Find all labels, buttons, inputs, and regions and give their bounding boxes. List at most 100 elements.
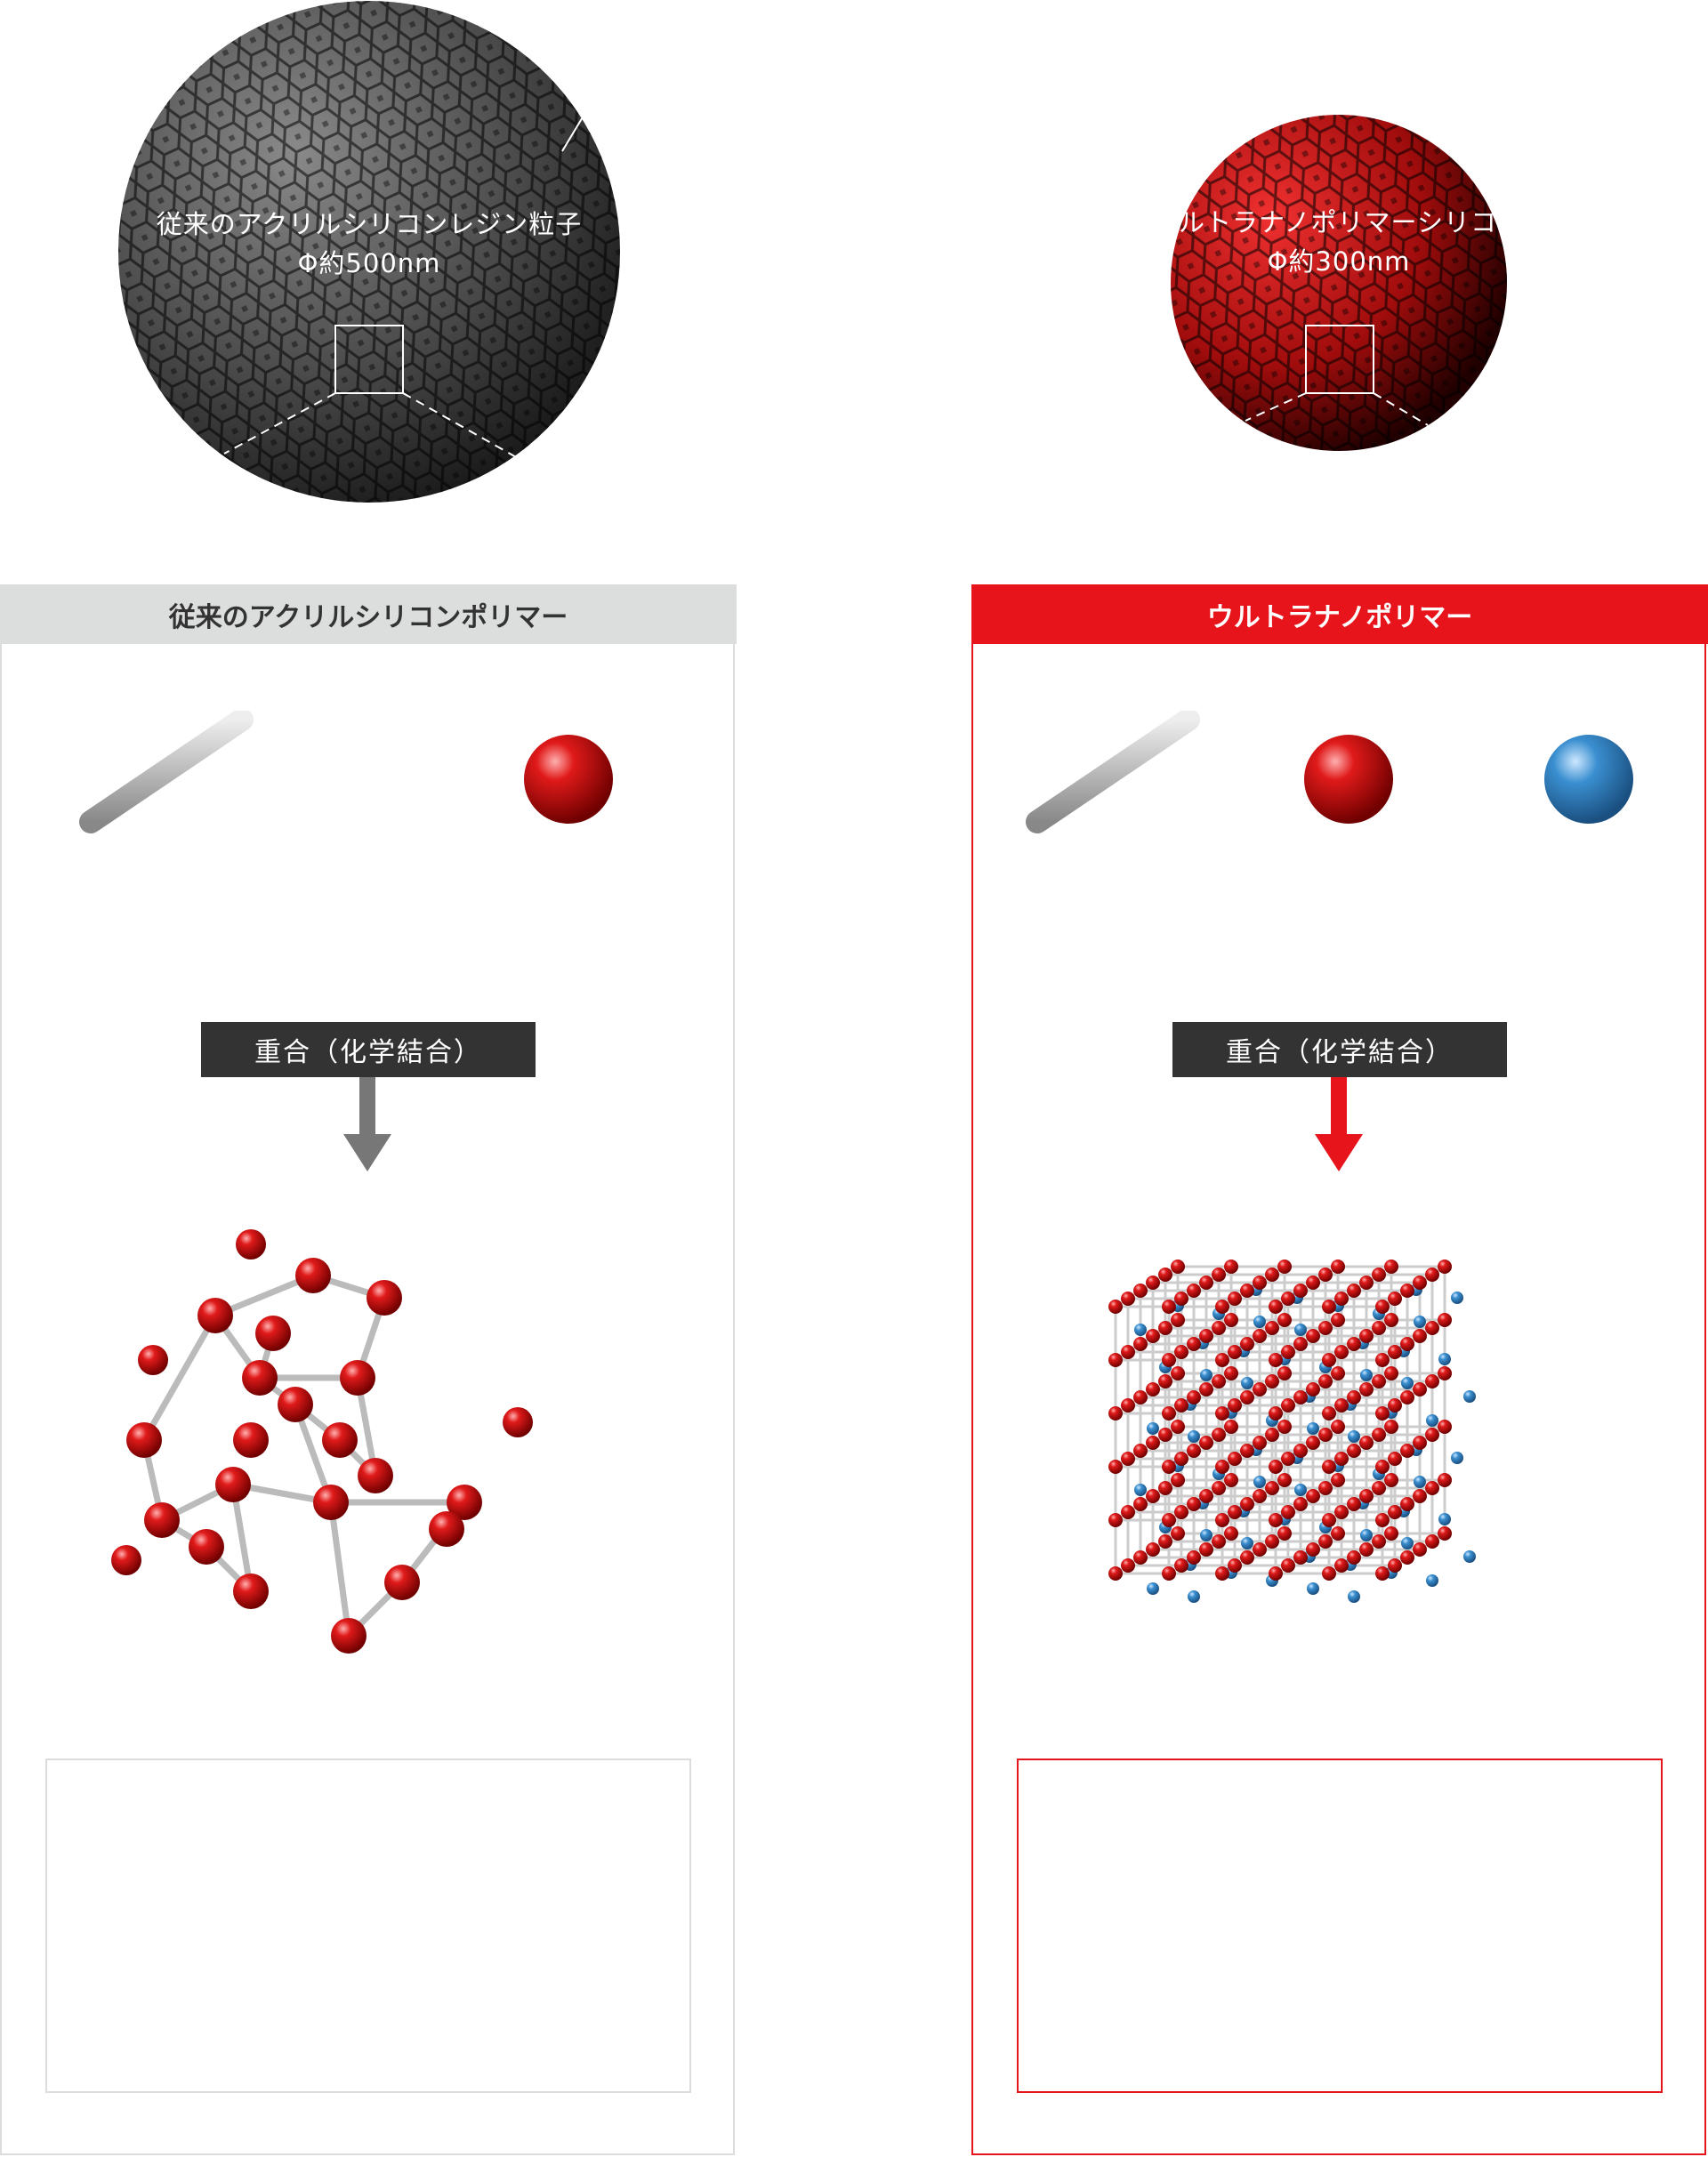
red-atom [236, 1229, 266, 1260]
red-atom [1162, 1513, 1176, 1527]
red-atom [1187, 1550, 1201, 1565]
red-atom [1212, 1321, 1226, 1335]
red-atom [1146, 1436, 1160, 1450]
blue-atom [1451, 1452, 1463, 1464]
red-atom [1318, 1374, 1333, 1388]
red-atom [1384, 1313, 1398, 1327]
conventional-particle-size: Φ約500nm [297, 248, 441, 278]
blue-atom [1348, 1430, 1360, 1443]
red-atom [144, 1502, 180, 1538]
red-atom [1174, 1452, 1188, 1466]
red-atom [1162, 1353, 1176, 1367]
red-atom [1388, 1292, 1402, 1306]
red-atom [1277, 1366, 1292, 1380]
red-atom [1171, 1313, 1185, 1327]
blue-atom [1360, 1529, 1373, 1541]
red-atom [1199, 1329, 1213, 1343]
gray-sphere-image [118, 1, 620, 503]
red-atom [1281, 1558, 1295, 1573]
blue-atom [1463, 1550, 1476, 1563]
red-atom [1438, 1420, 1452, 1434]
red-atom [1215, 1406, 1229, 1421]
red-atom [1293, 1337, 1308, 1351]
red-atom [1413, 1489, 1427, 1503]
red-atom [1171, 1366, 1185, 1380]
red-atom [1199, 1382, 1213, 1396]
red-atom [1224, 1260, 1238, 1274]
red-atom [1375, 1513, 1390, 1527]
red-atom [295, 1258, 331, 1293]
red-atom [1133, 1337, 1148, 1351]
red-atom [1359, 1382, 1374, 1396]
red-atom [1269, 1300, 1283, 1314]
red-atom [1334, 1505, 1349, 1519]
red-atom [1212, 1428, 1226, 1442]
red-atom [1293, 1390, 1308, 1404]
blue-atom [1147, 1422, 1159, 1435]
red-atom [138, 1345, 168, 1375]
blue-atom [1414, 1316, 1426, 1328]
red-atom [1322, 1406, 1336, 1421]
red-atom [1318, 1268, 1333, 1282]
red-atom [233, 1573, 269, 1609]
blue-atom [1200, 1529, 1213, 1541]
red-atom [1331, 1260, 1345, 1274]
red-atom [1277, 1420, 1292, 1434]
red-atom [1347, 1444, 1361, 1458]
red-atom [126, 1422, 162, 1458]
down-arrow-icon [1315, 1077, 1363, 1171]
red-atom [1318, 1481, 1333, 1495]
red-atom [1224, 1420, 1238, 1434]
red-atom [1322, 1353, 1336, 1367]
red-atom [1133, 1497, 1148, 1511]
red-atom [1253, 1382, 1267, 1396]
ultra-particle: ウルトラナノポリマーシリコンレジ Φ約300nm [1152, 114, 1526, 452]
bond [327, 1501, 352, 1637]
red-atom [331, 1618, 367, 1654]
ultra-particle-size: Φ約300nm [1267, 246, 1411, 277]
red-atom [1121, 1398, 1135, 1413]
conventional-particle-name: 従来のアクリルシリコンレジン粒子 [156, 209, 583, 239]
red-atom [1306, 1276, 1320, 1290]
polymerization-label: 重合（化学結合） [1172, 1022, 1507, 1077]
red-atom [1228, 1505, 1242, 1519]
red-atom [1388, 1558, 1402, 1573]
polymerization-label: 重合（化学結合） [201, 1022, 536, 1077]
red-atom [1372, 1321, 1386, 1335]
red-atom [1121, 1292, 1135, 1306]
red-atom [1228, 1558, 1242, 1573]
red-atom [1425, 1321, 1439, 1335]
red-atom [1425, 1374, 1439, 1388]
blue-atom [1294, 1324, 1307, 1336]
red-atom [1108, 1566, 1123, 1581]
blue-atom [1188, 1590, 1200, 1603]
red-atom [1253, 1276, 1267, 1290]
red-atom [1174, 1558, 1188, 1573]
red-atom [1240, 1337, 1254, 1351]
red-atom [1146, 1542, 1160, 1557]
red-atom [1438, 1260, 1452, 1274]
red-atom [1162, 1406, 1176, 1421]
red-atom [1334, 1452, 1349, 1466]
red-atom [1174, 1505, 1188, 1519]
red-atom [1359, 1276, 1374, 1290]
red-atom [1228, 1345, 1242, 1359]
red-atom [1359, 1489, 1374, 1503]
red-atom [1265, 1321, 1279, 1335]
red-atom [1108, 1300, 1123, 1314]
red-atom [1425, 1534, 1439, 1549]
red-atom [1438, 1526, 1452, 1541]
red-atom [1158, 1268, 1172, 1282]
red-atom [1253, 1489, 1267, 1503]
down-arrow-icon [343, 1077, 391, 1171]
red-atom [1269, 1513, 1283, 1527]
red-atom [1199, 1276, 1213, 1290]
red-atom [1281, 1345, 1295, 1359]
red-atom [1171, 1526, 1185, 1541]
red-atom [1265, 1481, 1279, 1495]
red-atom [1158, 1321, 1172, 1335]
red-atom [1306, 1382, 1320, 1396]
red-atom [1158, 1534, 1172, 1549]
red-atom [1347, 1390, 1361, 1404]
sparse-molecular-structure [111, 1229, 533, 1654]
